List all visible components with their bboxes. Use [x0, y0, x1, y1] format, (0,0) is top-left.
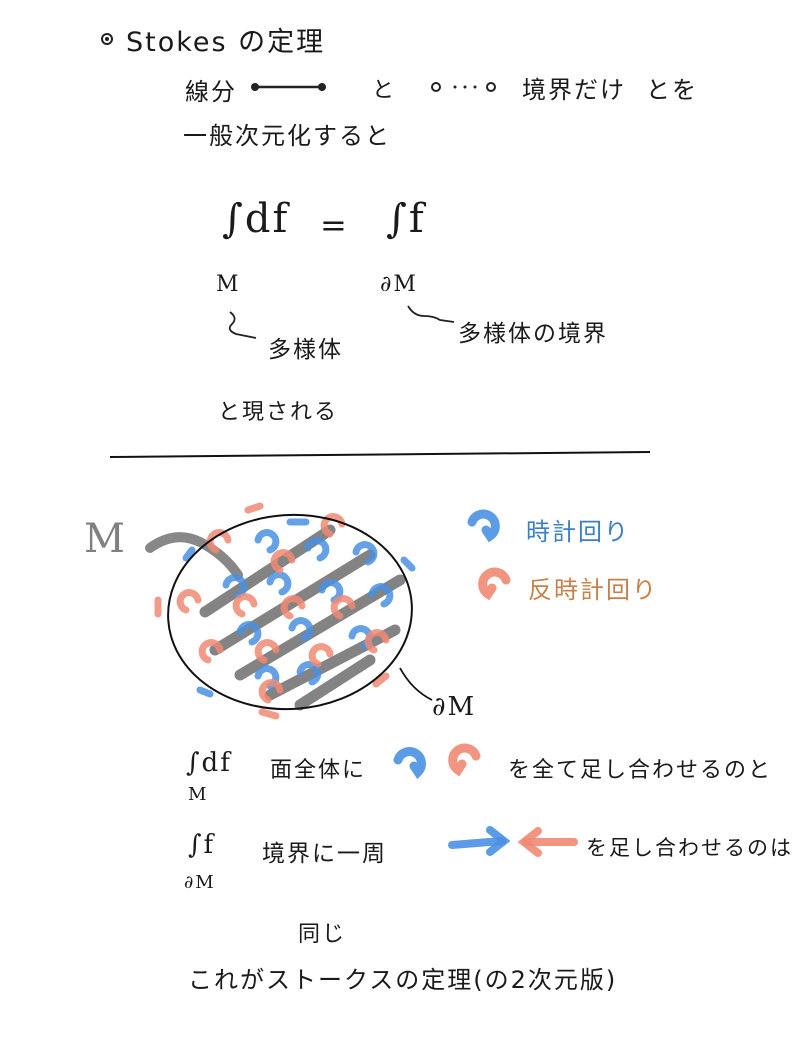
- section-divider: [109, 451, 651, 458]
- boundary-points-icon: [431, 82, 496, 92]
- cw-swirls: [182, 518, 416, 698]
- legend-ccw-label: 反時計回り: [528, 576, 658, 604]
- equation-sub-m: M: [216, 272, 241, 297]
- int-f-label: ∫f: [188, 830, 216, 860]
- squiggle-pointer-icon: [228, 311, 257, 339]
- same-text: 同じ: [298, 922, 347, 947]
- whole-surface-text: 面全体に: [270, 758, 367, 783]
- figure-label-dm: ∂M: [432, 692, 477, 722]
- equation-left: ∫df: [222, 196, 290, 242]
- int-df-label: ∫df: [186, 748, 232, 778]
- equation-sub-dm: ∂M: [380, 272, 418, 297]
- sum-all-text: を全て足し合わせるのと: [508, 758, 773, 783]
- manifold-boundary-curve: [167, 513, 413, 711]
- int-df-sub: M: [188, 784, 209, 805]
- m-pointer-line: [145, 532, 243, 580]
- int-f-sub: ∂M: [184, 872, 216, 893]
- expressed-text: と現される: [218, 400, 339, 425]
- left-arrow-icon: [517, 827, 578, 857]
- equation-equals: =: [320, 206, 349, 244]
- boundary-only-label: 境界だけ: [522, 76, 626, 104]
- conclusion-text: これがストークスの定理(の2次元版): [188, 966, 618, 994]
- line-segment-label: 線分: [185, 78, 237, 106]
- sum-arrows-text: を足し合わせるのは: [586, 836, 793, 860]
- generalize-text: 一般次元化すると: [183, 122, 391, 150]
- equation-right: ∫f: [386, 196, 426, 242]
- and-wo-label: とを: [646, 76, 698, 104]
- bottom-ccw-icon: [448, 743, 481, 777]
- ccw-swirls: [154, 502, 390, 720]
- legend-cw-icon: [467, 509, 500, 543]
- page-heading: Stokes の定理: [126, 27, 326, 58]
- right-arrow-icon: [448, 826, 511, 856]
- closed-segment-icon: [251, 83, 326, 91]
- manifold-annotation: 多様体: [268, 337, 343, 363]
- bullet-icon: [101, 33, 113, 45]
- dm-pointer-line: [399, 667, 433, 701]
- boundary-loop-text: 境界に一周: [262, 841, 387, 867]
- conjunction-to: と: [372, 78, 397, 103]
- legend-ccw-icon: [478, 567, 511, 601]
- manifold-boundary-annotation: 多様体の境界: [458, 321, 608, 347]
- figure-label-m: M: [84, 516, 127, 562]
- legend-cw-label: 時計回り: [526, 518, 630, 546]
- squiggle-pointer-icon: [407, 305, 455, 323]
- bottom-cw-icon: [393, 747, 426, 780]
